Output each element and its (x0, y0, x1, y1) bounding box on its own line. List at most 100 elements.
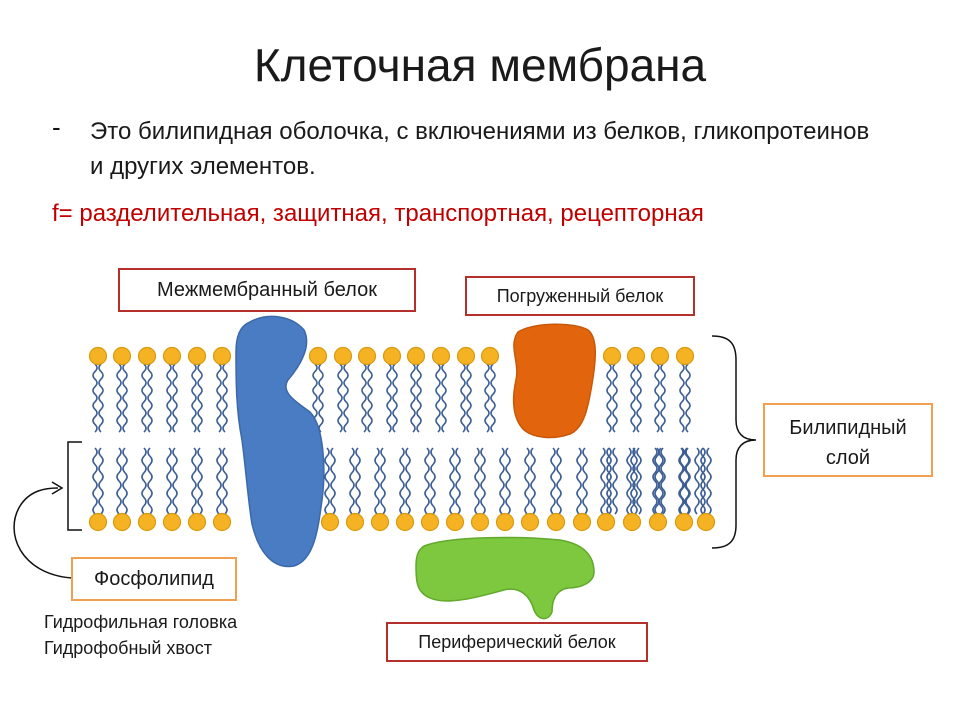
lipid-tail (706, 447, 712, 515)
upper-tails (92, 363, 691, 433)
transmembrane-protein-text: Межмембранный белок (157, 278, 377, 301)
lipid-tail (530, 447, 536, 515)
lipid-tail (430, 447, 436, 515)
lipid-tail (490, 363, 496, 433)
lipid-head (137, 346, 157, 366)
lipid-head (445, 512, 465, 532)
arrowhead-icon (51, 481, 64, 495)
lipid-tail (330, 447, 336, 515)
peripheral-protein-label: Периферический белок (386, 622, 648, 662)
lipid-tail (191, 447, 197, 515)
lipid-tail (449, 447, 455, 515)
lipid-head (357, 346, 377, 366)
lipid-tail (216, 363, 222, 433)
note-hydrophobic-tail: Гидрофобный хвост (44, 638, 212, 658)
lipid-tail (318, 363, 324, 433)
lipid-tail (556, 447, 562, 515)
lipid-tail (222, 447, 228, 515)
lipid-tail (499, 447, 505, 515)
lipid-head (333, 346, 353, 366)
lipid-tail (147, 363, 153, 433)
lipid-tail (197, 447, 203, 515)
lipid-head (622, 512, 642, 532)
lipid-tail (92, 447, 98, 515)
lipid-tail (197, 363, 203, 433)
lipid-head (470, 512, 490, 532)
lipid-head (382, 346, 402, 366)
lipid-tail (416, 363, 422, 433)
lipid-tail (116, 363, 122, 433)
lipid-tail (392, 363, 398, 433)
lipid-tail (355, 447, 361, 515)
lipid-head (320, 512, 340, 532)
lipid-tail (166, 447, 172, 515)
lipid-tail (399, 447, 405, 515)
lipid-head (480, 346, 500, 366)
lipid-head (456, 346, 476, 366)
lipid-head (187, 512, 207, 532)
lipid-tail (98, 363, 104, 433)
lipid-tail (435, 363, 441, 433)
lipid-head (187, 346, 207, 366)
bilayer-text-line-1: Билипидный (789, 417, 907, 439)
lipid-tail (636, 447, 642, 515)
lipid-tail (380, 447, 386, 515)
lipid-tail (361, 363, 367, 433)
lipid-head (308, 346, 328, 366)
lipid-head (162, 346, 182, 366)
lipid-tail (386, 363, 392, 433)
lipid-tail (694, 447, 700, 515)
lipid-tail (141, 363, 147, 433)
lipid-tail (685, 447, 691, 515)
lipid-head (431, 346, 451, 366)
lipid-tail (122, 447, 128, 515)
lipid-head (596, 512, 616, 532)
lipid-tail (576, 447, 582, 515)
lower-tails (92, 447, 712, 515)
lipid-tail (405, 447, 411, 515)
lipid-tail (98, 447, 104, 515)
lipid-head (626, 346, 646, 366)
bilayer-brace (711, 335, 757, 549)
lipid-tail (679, 363, 685, 433)
lipid-tail (524, 447, 530, 515)
phospholipid-arrow (13, 487, 73, 579)
lipid-tail (612, 363, 618, 433)
lipid-head (675, 346, 695, 366)
lipid-head (520, 512, 540, 532)
lipid-tail (92, 363, 98, 433)
phospholipid-label: Фосфолипид (71, 557, 237, 601)
bullet-dash: - (52, 112, 61, 142)
lipid-head (212, 512, 232, 532)
lipid-tail (343, 363, 349, 433)
lipid-tail (216, 447, 222, 515)
bilayer-text-line-2: слой (825, 447, 871, 469)
lipid-tail (660, 447, 666, 515)
lipid-tail (636, 363, 642, 433)
lipid-tail (700, 447, 706, 515)
lipid-head (406, 346, 426, 366)
lipid-tail (460, 363, 466, 433)
lipid-tail (324, 447, 330, 515)
page-title: Клеточная мембрана (253, 39, 707, 91)
lipid-tail (466, 363, 472, 433)
lipid-tail (474, 447, 480, 515)
peripheral-protein-shape (415, 536, 595, 620)
lipid-tail (612, 447, 618, 515)
lipid-tail (337, 363, 343, 433)
embedded-protein-text: Погруженный белок (496, 285, 664, 306)
peripheral-protein-text: Периферический белок (418, 631, 616, 652)
lipid-tail (600, 447, 606, 515)
transmembrane-protein-label: Межмембранный белок (118, 268, 416, 312)
lipid-tail (367, 363, 373, 433)
lipid-head (572, 512, 592, 532)
lipid-head (88, 346, 108, 366)
embedded-protein-shape (512, 323, 596, 439)
lipid-tail (424, 447, 430, 515)
lipid-head (420, 512, 440, 532)
lipid-tail (626, 447, 632, 515)
lipid-tail (166, 363, 172, 433)
embedded-protein-label: Погруженный белок (465, 276, 695, 316)
lipid-tail (654, 363, 660, 433)
